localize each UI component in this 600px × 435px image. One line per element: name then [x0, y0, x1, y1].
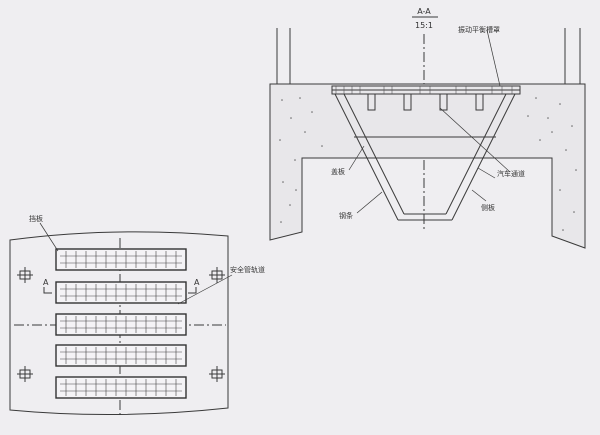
- right-pillar: [564, 28, 581, 84]
- section-cut-left: [43, 287, 52, 294]
- concrete-body: [269, 83, 586, 249]
- hopper: [332, 89, 518, 221]
- grate-row: [55, 313, 187, 336]
- anchor-symbol: [209, 267, 225, 283]
- grate-row: [55, 281, 187, 304]
- grate-row: [55, 248, 187, 271]
- plan-leader-left: [39, 222, 59, 252]
- section-cut-right: [188, 287, 197, 294]
- section-leaders: [348, 29, 511, 214]
- label-steel-bar: 钢条: [339, 211, 353, 220]
- section-title: A-A: [417, 7, 431, 16]
- anchor-symbol: [17, 366, 33, 382]
- label-cover: 盖板: [331, 167, 345, 176]
- anchor-symbol: [209, 366, 225, 382]
- label-baffle: 挡板: [29, 214, 43, 223]
- label-safety-rail: 安全管轨道: [230, 265, 265, 274]
- left-pillar: [276, 28, 291, 84]
- label-vehicle-channel: 汽车通道: [497, 169, 525, 178]
- section-scale: 15:1: [415, 21, 433, 30]
- anchor-symbol: [17, 267, 33, 283]
- section-mark-right: A: [194, 278, 200, 287]
- grate-hatch: [335, 86, 513, 94]
- grate-row: [55, 376, 187, 399]
- concrete-stipple: [279, 97, 577, 231]
- section-view: A-A 15:1: [269, 7, 586, 249]
- label-vibrating-pan: 振动平衡槽罩: [458, 25, 500, 34]
- plan-outline: [9, 231, 229, 416]
- grate-beam: [331, 85, 521, 111]
- label-side-plate: 侧板: [481, 203, 495, 212]
- plan-leader-right: [177, 274, 233, 305]
- section-mark-left: A: [43, 278, 49, 287]
- grate-row: [55, 344, 187, 367]
